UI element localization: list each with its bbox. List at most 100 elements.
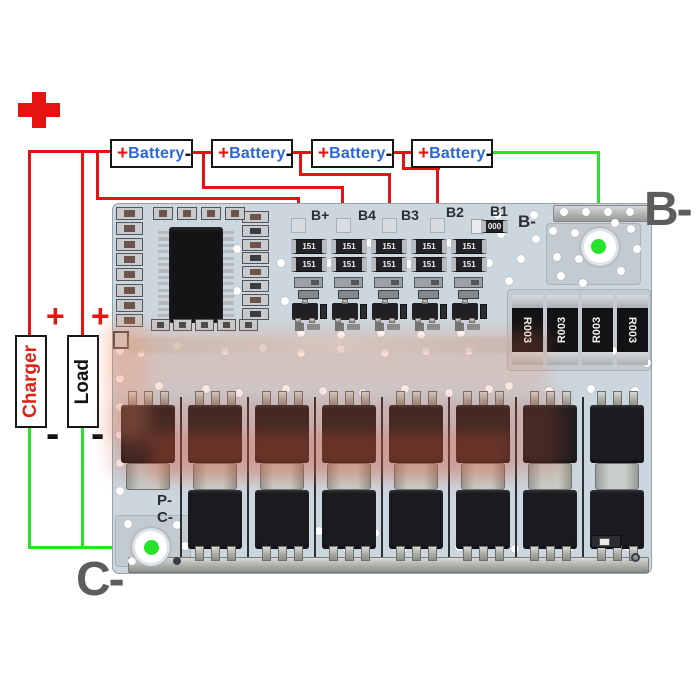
smd-core (124, 271, 135, 279)
smd-core (311, 280, 319, 285)
mosfet-leg (463, 546, 472, 561)
ic-pin (158, 243, 169, 247)
wire-red-segment (436, 167, 439, 223)
board-via (281, 297, 289, 305)
mosfet (255, 405, 309, 463)
board-via (181, 542, 189, 550)
mosfet-tab (528, 463, 572, 490)
wire-red-segment (388, 173, 391, 223)
sot-leg (349, 318, 355, 323)
smd-resistor (242, 266, 269, 279)
board-via (116, 375, 124, 383)
smd-core (179, 322, 186, 328)
sot23-transistor (452, 303, 478, 320)
load-box: Load (67, 335, 99, 428)
mosfet-leg (262, 546, 271, 561)
ic-pin (158, 250, 169, 254)
board-via (282, 385, 290, 393)
smd-dot (335, 323, 344, 331)
battery-minus-terminal: - (285, 142, 293, 165)
mosfet-tab (595, 463, 639, 490)
smd-dot (375, 323, 384, 331)
smd-core (124, 255, 135, 263)
mosfet (523, 490, 577, 549)
mosfet (389, 405, 443, 463)
board-via (494, 211, 502, 219)
sot-leg (295, 318, 301, 323)
plus-vbar (32, 92, 46, 128)
load-label: Load (72, 358, 93, 405)
board-via (377, 329, 385, 337)
board-via (173, 521, 181, 529)
board-via (297, 329, 305, 337)
resistor-151: 151 (291, 257, 327, 272)
pack-positive-symbol (18, 92, 60, 128)
smd-core (157, 322, 164, 328)
smd-resistor (173, 319, 192, 331)
board-via (319, 387, 327, 395)
board-via (259, 344, 267, 352)
shunt-value-label: R003 (556, 316, 569, 344)
wire-green-segment (28, 546, 154, 549)
charger-plus-label: + (46, 298, 65, 334)
smd-core (250, 227, 261, 234)
smd-resistor (151, 319, 170, 331)
b1-zero-ohm-resistor: 000 (481, 220, 508, 233)
resistor-151: 151 (411, 257, 447, 272)
ic-pin (223, 314, 234, 318)
label-c-minus-external: C- (76, 553, 125, 606)
mosfet-leg (396, 546, 405, 561)
wire-red-segment (96, 150, 99, 200)
board-via (571, 229, 579, 237)
ic-pin (223, 275, 234, 279)
mosfet-tab (126, 463, 170, 490)
board-via (611, 219, 619, 227)
board-via (116, 487, 124, 495)
wire-red-segment (299, 173, 391, 176)
board-via (530, 211, 538, 219)
smd-resistor-small (360, 304, 367, 319)
smd-core (124, 286, 135, 294)
smd-core (250, 283, 261, 289)
board-via (128, 557, 136, 565)
board-via (124, 520, 132, 528)
battery-box: +Battery- (211, 139, 293, 168)
ic-pin (223, 307, 234, 311)
shunt-cap-top (617, 295, 648, 308)
board-via (116, 431, 124, 439)
mosfet (456, 490, 510, 549)
smd-resistor (242, 224, 269, 237)
smd-component (113, 331, 129, 349)
shunt-resistor-r003: R003 (617, 295, 648, 365)
mosfet-leg (562, 546, 571, 561)
board-via (557, 272, 565, 280)
mosfet (322, 490, 376, 549)
wire-red-segment (28, 150, 112, 153)
sot23-transistor (412, 303, 438, 320)
board-via (445, 389, 453, 397)
smd-core (250, 214, 261, 220)
ic-chip (169, 227, 223, 323)
shunt-cap-bottom (512, 352, 543, 365)
board-via (626, 208, 634, 216)
wire-green-segment (28, 427, 31, 549)
smd-core (124, 210, 135, 217)
smd-resistor-small (400, 304, 407, 319)
mosfet-tab (327, 463, 371, 490)
smd-resistor-small (418, 290, 439, 299)
smd-resistor (239, 319, 258, 331)
ic-pin (223, 243, 234, 247)
ic-pin (223, 237, 234, 241)
shunt-cap-bottom (617, 352, 648, 365)
mosfet (322, 405, 376, 463)
smd-resistor (242, 252, 269, 265)
battery-label: Battery (229, 144, 286, 162)
sot23-transistor (332, 303, 358, 320)
mosfet (255, 490, 309, 549)
ic-pin (223, 250, 234, 254)
top-edge-metal-strip (553, 205, 649, 222)
shunt-resistor-r003: R003 (512, 295, 543, 365)
solder-pad (336, 218, 351, 233)
sot23-transistor (292, 303, 318, 320)
silk-label-b-minus: B- (518, 212, 536, 231)
